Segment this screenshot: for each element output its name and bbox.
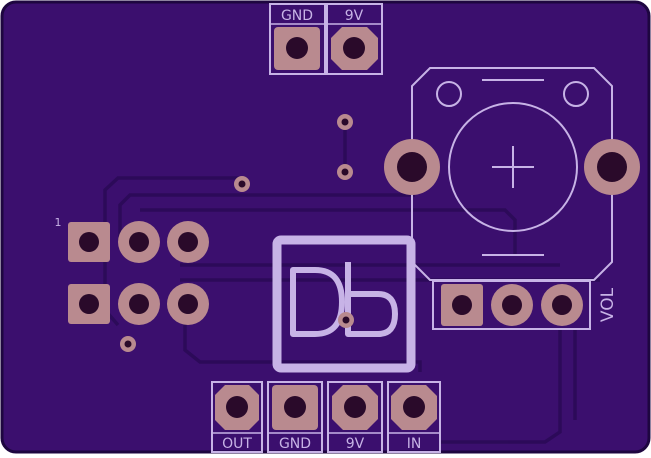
- logo-outer-frame: [272, 235, 416, 373]
- trace-mid-row: [140, 208, 517, 255]
- drill-pot-1: [452, 295, 472, 315]
- drill-top-gnd: [286, 37, 308, 59]
- drill-pot-3: [552, 295, 572, 315]
- label-top-9v: 9V: [345, 8, 364, 24]
- via-3-hole: [238, 180, 246, 188]
- pot-anchor-right-hole: [597, 152, 627, 182]
- db-logo: Db: [272, 235, 416, 373]
- drill-left-5: [129, 294, 149, 314]
- pot-mount-hole-right: [563, 81, 589, 107]
- drill-left-3: [178, 232, 198, 252]
- drill-out: [226, 396, 248, 418]
- drill-pot-2: [502, 295, 522, 315]
- pot-shaft-outline: [448, 102, 578, 232]
- drill-left-4: [79, 294, 99, 314]
- left-2x3-header: 1: [55, 216, 209, 325]
- pot-mount-hole-left: [436, 81, 462, 107]
- label-top-gnd: GND: [281, 8, 313, 24]
- pot-pins-outline: [432, 280, 591, 330]
- top-power-header: GND 9V: [269, 3, 383, 75]
- silk-box-top-9v: [326, 3, 383, 75]
- label-9v: 9V: [346, 436, 365, 452]
- label-gnd: GND: [279, 436, 311, 452]
- label-vol: VOL: [598, 287, 618, 322]
- silk-box-gnd: [267, 381, 323, 453]
- trace-left-inner: [118, 193, 415, 240]
- trace-low-loop: [183, 300, 422, 372]
- drill-left-2: [129, 232, 149, 252]
- drill-top-9v: [343, 37, 365, 59]
- silk-box-top-gnd: [269, 3, 326, 75]
- pot-anchor-left-hole: [397, 152, 427, 182]
- via-2-hole: [341, 168, 349, 176]
- drill-left-1: [79, 232, 99, 252]
- via-group: [120, 114, 353, 352]
- potentiometer: VOL: [384, 67, 640, 330]
- via-4-hole: [124, 340, 132, 348]
- logo-letter-b: [345, 262, 398, 337]
- silk-box-in: [387, 381, 441, 453]
- via-1-hole: [341, 118, 349, 126]
- label-in: IN: [407, 436, 422, 452]
- drill-9v: [344, 396, 366, 418]
- drill-gnd: [284, 396, 306, 418]
- silk-box-9v: [327, 381, 383, 453]
- drill-left-6: [178, 294, 198, 314]
- label-pin1: 1: [55, 216, 62, 229]
- trace-right-drop: [440, 330, 562, 444]
- trace-layer: [103, 122, 600, 444]
- drill-in: [403, 396, 425, 418]
- silk-box-out: [211, 381, 263, 453]
- logo-via-hole: [342, 316, 350, 324]
- bottom-io-header: OUT GND 9V IN: [211, 381, 441, 453]
- logo-letter-d: [290, 267, 345, 337]
- label-out: OUT: [222, 436, 252, 452]
